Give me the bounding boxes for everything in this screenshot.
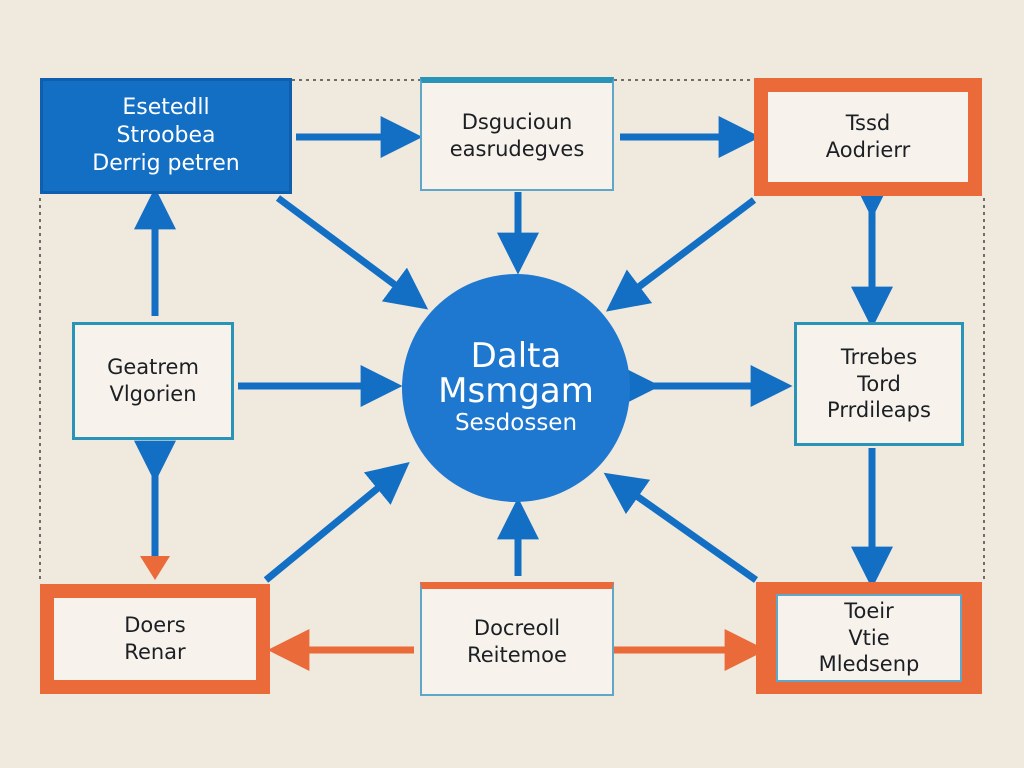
- node-mid-right-line-2: Tord: [857, 371, 901, 396]
- node-top-right-text: Tssd Aodrierr: [768, 92, 968, 182]
- node-top-left-text: Esetedll Stroobea Derrig petren: [92, 94, 239, 178]
- node-bot-right-line-1: Toeir: [844, 598, 894, 623]
- arrow-topright-to-center: [605, 197, 757, 312]
- node-top-right-line-1: Tssd: [845, 111, 891, 136]
- node-bot-left-line-2: Renar: [124, 640, 186, 664]
- node-mid-right-text: Trrebes Tord Prrdileaps: [827, 344, 931, 425]
- node-bot-right-text: Toeir Vtie Mledsenp: [776, 594, 962, 682]
- center-hub-text: Dalta Msmgam Sesdossen: [438, 335, 594, 438]
- node-top-left-line-2: Stroobea: [116, 122, 216, 148]
- dashed-frame: [39, 79, 985, 580]
- node-mid-right-line-3: Prrdileaps: [827, 398, 931, 423]
- node-mid-right-line-1: Trrebes: [840, 344, 918, 369]
- center-hub: Dalta Msmgam Sesdossen: [402, 274, 630, 502]
- node-mid-left: Geatrem Vlgorien: [72, 322, 234, 440]
- node-bot-left: Doers Renar: [40, 584, 270, 694]
- arrow-botleft-to-center: [263, 462, 410, 583]
- node-top-right-line-2: Aodrierr: [825, 138, 911, 162]
- node-bot-left-line-1: Doers: [124, 613, 186, 638]
- arrowhead-botleft-orange: [140, 556, 170, 580]
- arrow-topleft-to-center: [275, 195, 429, 310]
- node-top-right: Tssd Aodrierr: [754, 78, 982, 196]
- node-bot-right-line-3: Mledsenp: [818, 652, 920, 677]
- node-top-mid-text: Dsgucioun easrudegves: [450, 109, 585, 163]
- node-top-left: Esetedll Stroobea Derrig petren: [40, 78, 292, 194]
- node-bot-mid-line-1: Docreoll: [473, 615, 561, 640]
- center-hub-line-3: Sesdossen: [454, 409, 578, 436]
- node-mid-left-line-2: Vlgorien: [109, 382, 197, 406]
- node-bot-right-line-2: Vtie: [848, 625, 890, 650]
- node-bot-left-text: Doers Renar: [54, 598, 256, 680]
- node-top-mid-line-1: Dsgucioun: [461, 110, 573, 135]
- node-mid-right: Trrebes Tord Prrdileaps: [794, 322, 964, 446]
- center-hub-line-2: Msmgam: [438, 371, 594, 412]
- center-hub-line-1: Dalta: [470, 335, 562, 376]
- node-bot-mid: Docreoll Reitemoe: [420, 582, 614, 696]
- node-mid-left-text: Geatrem Vlgorien: [107, 354, 199, 408]
- node-top-left-line-3: Derrig petren: [92, 151, 240, 177]
- node-bot-right: Toeir Vtie Mledsenp: [756, 582, 982, 694]
- node-bot-mid-text: Docreoll Reitemoe: [467, 615, 567, 669]
- node-mid-left-line-1: Geatrem: [107, 355, 199, 380]
- node-top-mid: Dsgucioun easrudegves: [420, 77, 614, 191]
- node-bot-mid-line-2: Reitemoe: [467, 642, 567, 667]
- arrow-botright-to-center: [603, 472, 759, 583]
- node-top-mid-line-2: easrudegves: [449, 137, 585, 161]
- node-top-left-line-1: Esetedll: [122, 94, 210, 120]
